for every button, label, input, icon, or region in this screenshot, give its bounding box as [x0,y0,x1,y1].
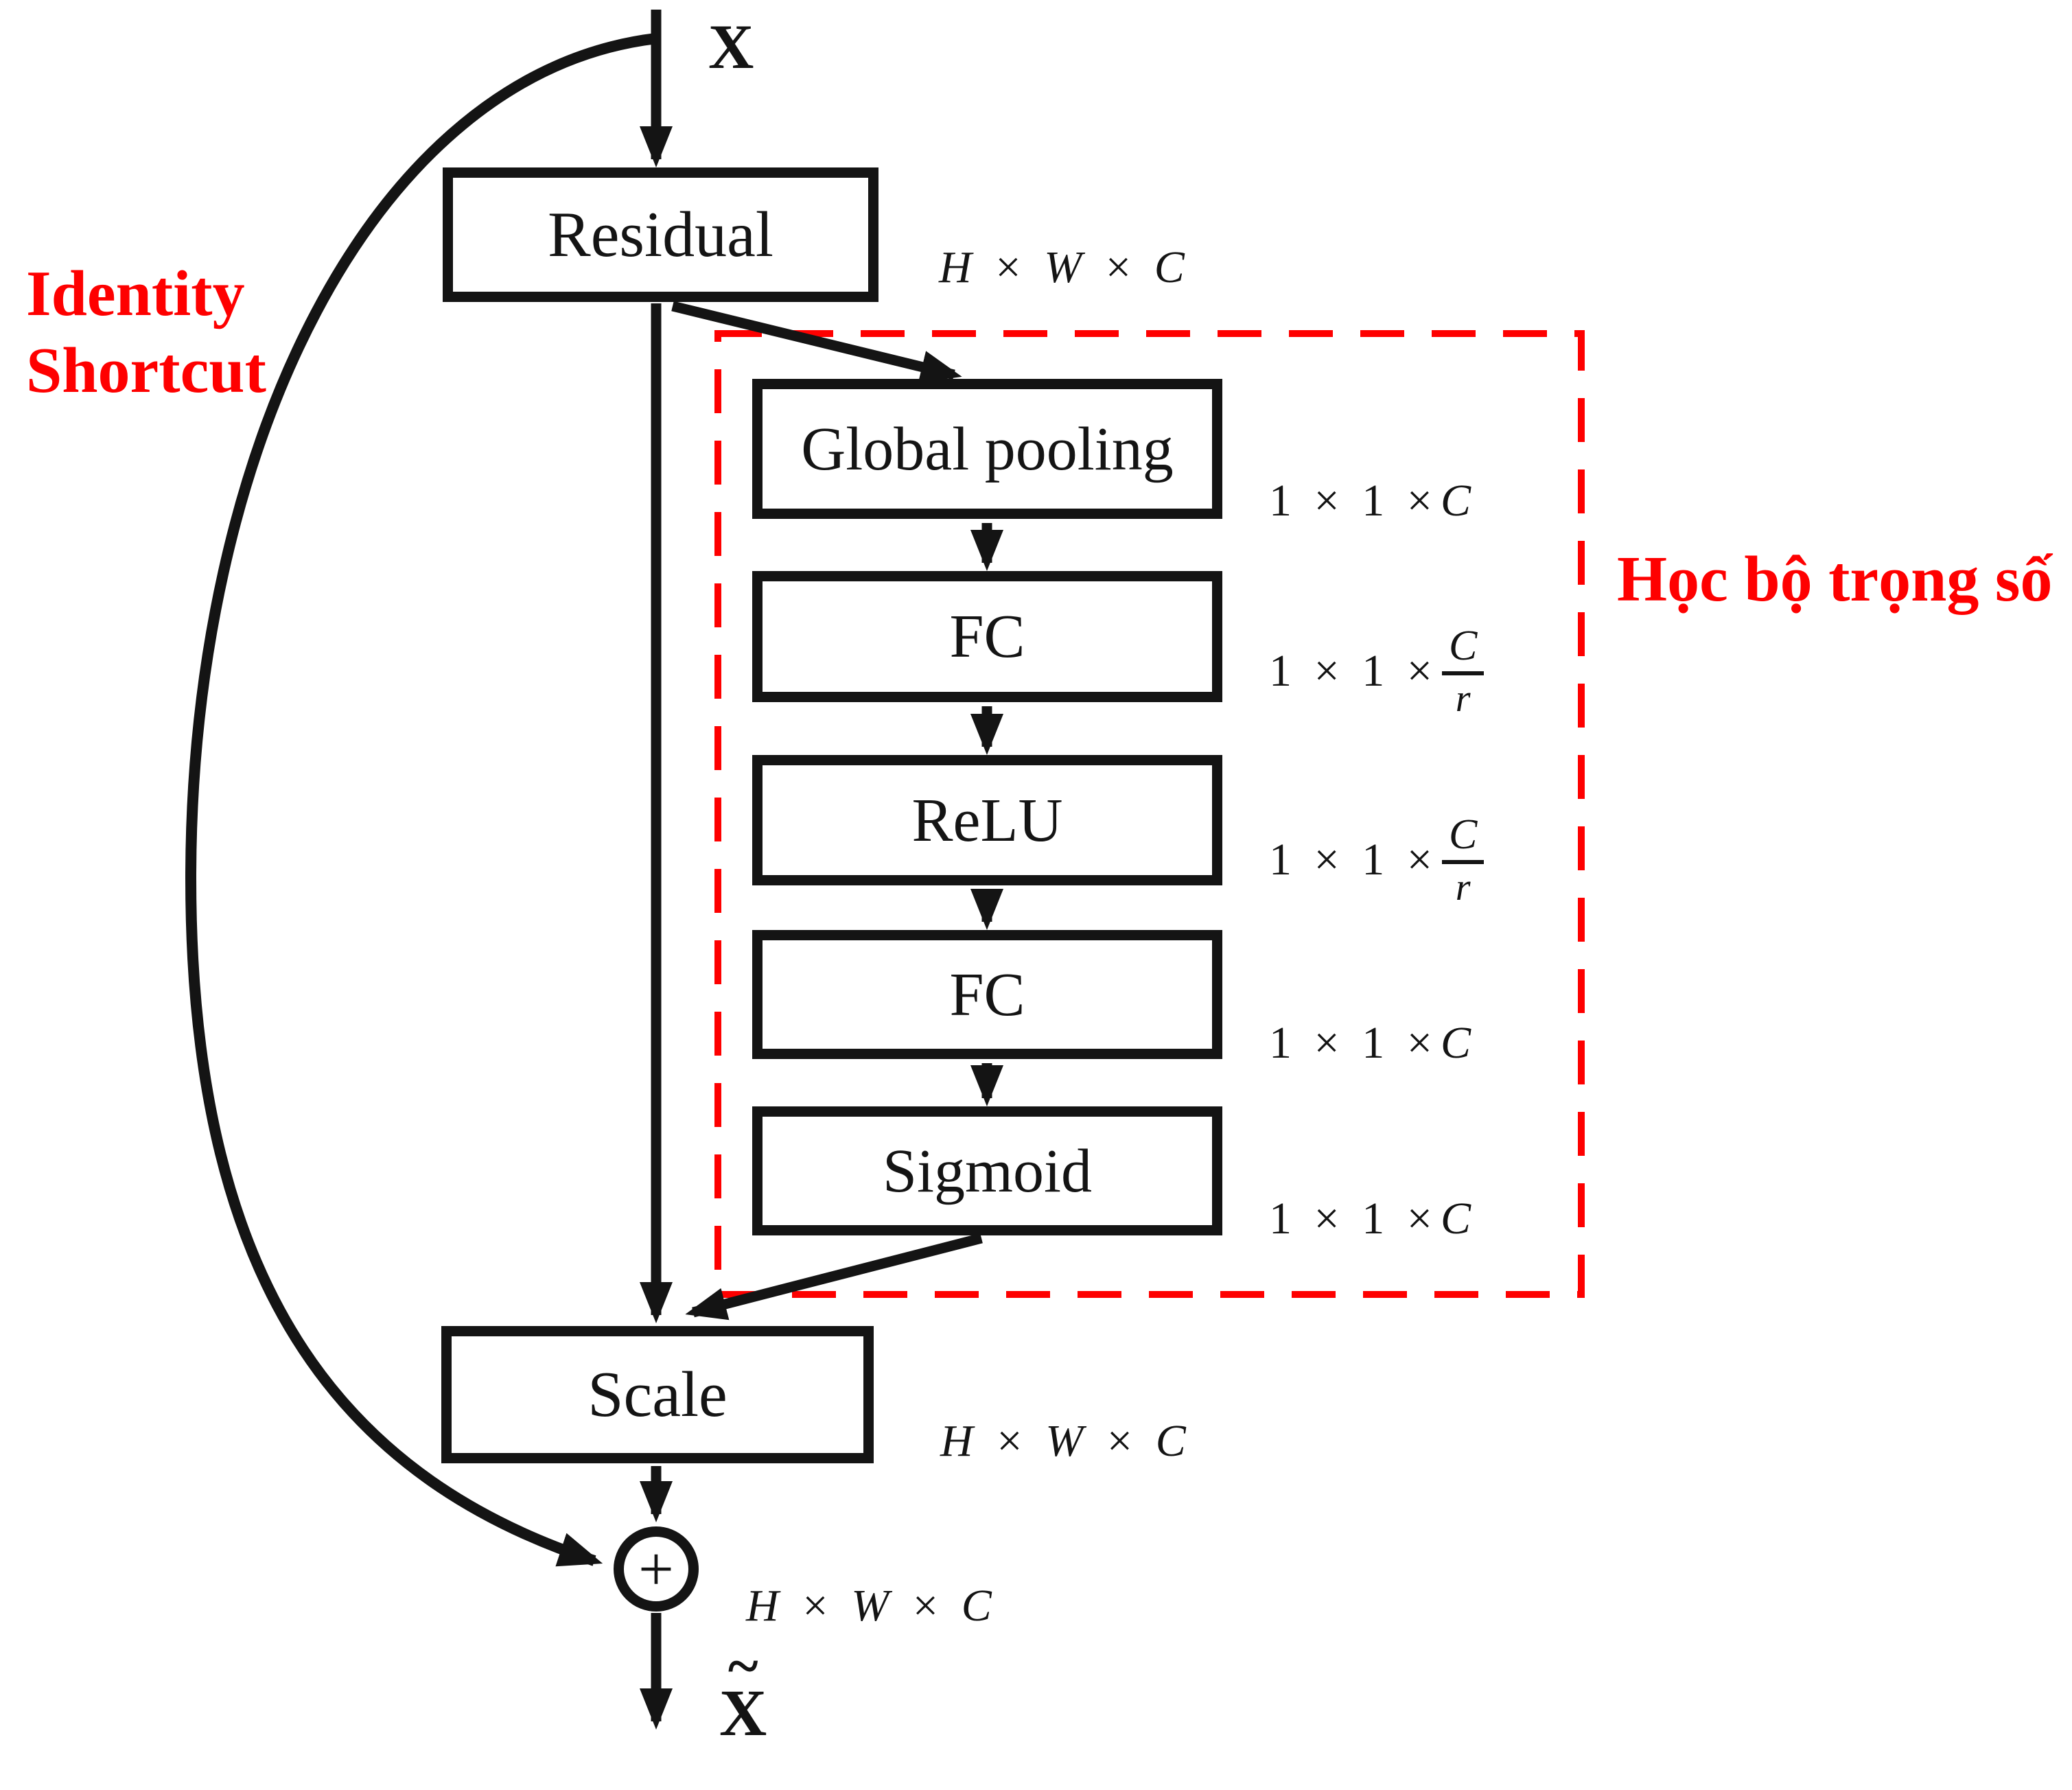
identity-shortcut-curve [185,33,657,1567]
dim-prefix: 1 × 1 × [1269,1018,1438,1068]
dim-prefix: 1 × 1 × [1269,1194,1438,1244]
plus-icon: + [638,1534,674,1604]
fc2-block: FC [752,930,1222,1059]
dim-prefix: 1 × 1 × [1269,646,1438,696]
dim-prefix: 1 × 1 × [1269,835,1438,885]
relu-block: ReLU [752,755,1222,885]
dim-numerator: C [1441,813,1485,864]
global-pooling-block-label: Global pooling [801,415,1174,483]
output-letter: X [719,1676,767,1750]
scale-block: Scale [441,1326,874,1463]
weight-learning-label: Học bộ trọng số [1617,544,2053,615]
sigmoid-to-scale-arrow [685,1233,983,1321]
identity-shortcut-label: Identity Shortcut [26,255,266,409]
dim-prefix: 1 × 1 × [1269,476,1438,526]
global-pooling-block: Global pooling [752,379,1222,519]
dim-fc2-out: 1 × 1 × C [1269,1017,1476,1069]
scale-block-label: Scale [587,1359,727,1430]
dim-denominator: r [1455,677,1471,720]
dim-denominator: r [1455,866,1471,909]
output-label: ~ X [719,1638,767,1750]
residual-block: Residual [443,167,878,302]
dim-value: C [1440,1018,1476,1068]
fc2-block-label: FC [949,960,1025,1029]
relu-block-label: ReLU [911,786,1063,855]
input-label: X [708,12,754,82]
dim-fraction: C r [1441,625,1485,720]
add-operator: + [614,1526,699,1612]
dim-sigmoid-out: 1 × 1 × C [1269,1193,1476,1245]
residual-block-label: Residual [548,199,773,270]
dim-value: C [1440,476,1476,526]
dim-value: C [1440,1194,1476,1244]
weight-learning-dashed-region [714,330,1585,1298]
dim-residual-out: H × W × C [939,242,1189,292]
fc1-block-label: FC [949,603,1025,671]
identity-shortcut-line2: Shortcut [26,335,266,406]
dim-sum-out: H × W × C [746,1581,997,1631]
fc1-block: FC [752,571,1222,702]
residual-to-global-pooling-arrow [671,301,962,383]
dim-scale-out: H × W × C [940,1416,1191,1466]
dim-relu-out: 1 × 1 × C r [1269,813,1485,909]
sigmoid-block-label: Sigmoid [882,1137,1093,1205]
sigmoid-block: Sigmoid [752,1106,1222,1235]
dim-fc1-out: 1 × 1 × C r [1269,625,1485,720]
identity-shortcut-line1: Identity [26,258,245,329]
dim-global-pooling-out: 1 × 1 × C [1269,475,1476,527]
dim-fraction: C r [1441,813,1485,909]
dim-numerator: C [1441,625,1485,675]
